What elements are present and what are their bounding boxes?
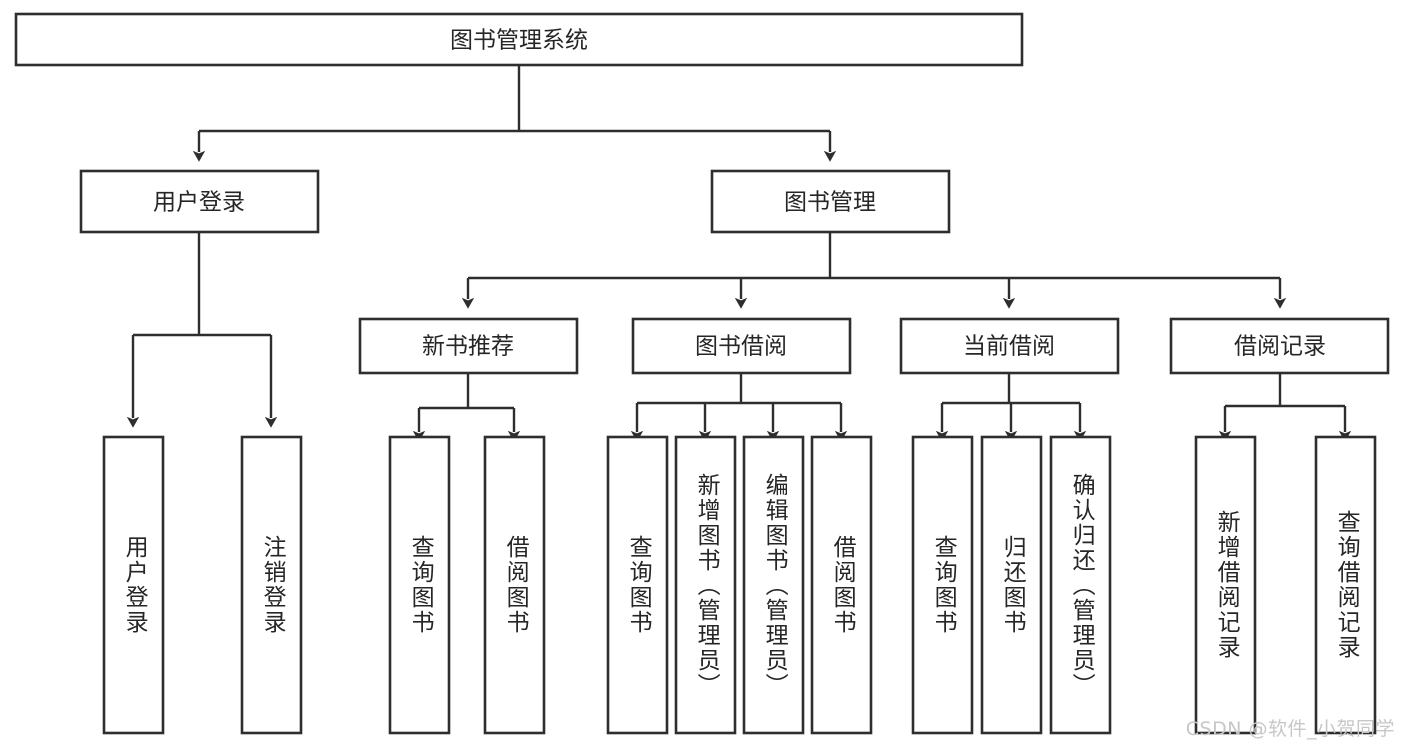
node-user-login[interactable]: 用户登录 xyxy=(79,169,320,234)
node-current-borrow[interactable]: 当前借阅 xyxy=(899,317,1120,375)
leaf-box-book-borrow-3[interactable] xyxy=(810,435,873,735)
leaf-box-book-borrow-0[interactable] xyxy=(606,435,669,735)
node-root[interactable]: 图书管理系统 xyxy=(14,12,1024,67)
new-book-recommend-label: 新书推荐 xyxy=(422,334,514,360)
node-borrow-record[interactable]: 借阅记录 xyxy=(1169,317,1390,375)
connector-book-management-to-level3 xyxy=(461,232,1287,309)
connector-current-borrow-to-leaves xyxy=(935,373,1087,442)
leaf-box-borrow-record-0[interactable] xyxy=(1194,435,1257,735)
leaf-box-current-borrow-1[interactable] xyxy=(980,435,1043,735)
leaf-box-new-book-1[interactable] xyxy=(483,435,546,735)
leaf-box-book-borrow-1[interactable] xyxy=(674,435,737,735)
user-login-box[interactable] xyxy=(79,169,320,234)
leaf-box-current-borrow-2[interactable] xyxy=(1049,435,1112,735)
current-borrow-label: 当前借阅 xyxy=(963,334,1055,360)
user-login-label: 用户登录 xyxy=(153,190,245,216)
leaf-box-user-login-0[interactable] xyxy=(102,435,165,735)
leaf-box-new-book-0[interactable] xyxy=(388,435,451,735)
connector-root-to-level2 xyxy=(192,65,837,162)
root-box[interactable] xyxy=(14,12,1024,67)
connector-book-borrow-to-leaves xyxy=(630,373,848,442)
book-borrow-label: 图书借阅 xyxy=(695,334,787,360)
connector-new-book-recommend-to-leaves xyxy=(412,373,521,442)
node-book-management[interactable]: 图书管理 xyxy=(710,169,951,234)
current-borrow-box[interactable] xyxy=(899,317,1120,375)
book-management-label: 图书管理 xyxy=(784,190,876,216)
borrow-record-label: 借阅记录 xyxy=(1234,334,1326,360)
connector-user-login-to-leaves xyxy=(126,232,278,428)
node-new-book-recommend[interactable]: 新书推荐 xyxy=(358,317,579,375)
leaf-box-borrow-record-1[interactable] xyxy=(1314,435,1377,735)
root-label: 图书管理系统 xyxy=(450,28,588,54)
connector-borrow-record-to-leaves xyxy=(1218,373,1352,442)
leaf-box-current-borrow-0[interactable] xyxy=(911,435,974,735)
node-book-borrow[interactable]: 图书借阅 xyxy=(631,317,852,375)
watermark: CSDN @软件_小贺同学 xyxy=(1185,718,1395,740)
new-book-recommend-box[interactable] xyxy=(358,317,579,375)
leaf-box-user-login-1[interactable] xyxy=(240,435,303,735)
leaf-box-book-borrow-2[interactable] xyxy=(742,435,805,735)
